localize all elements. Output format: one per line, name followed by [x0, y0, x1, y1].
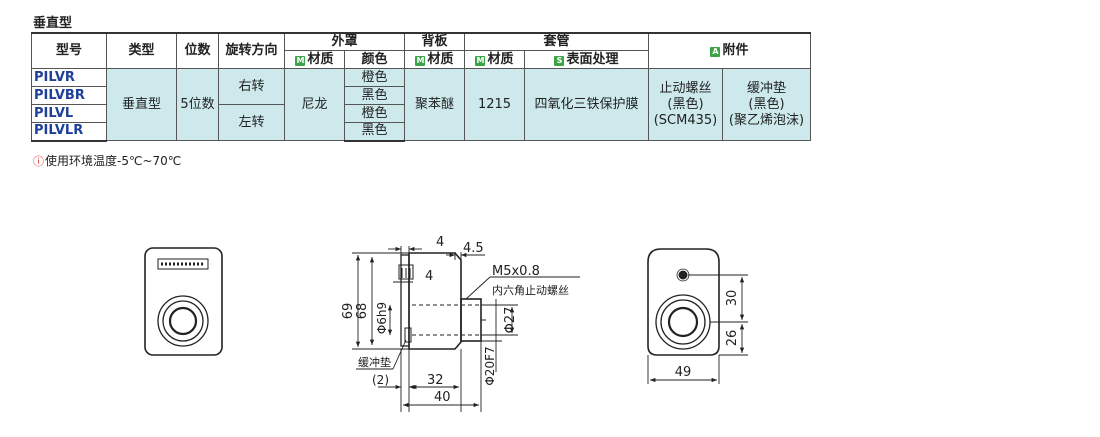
set-screw-label: 内六角止动螺丝: [492, 283, 569, 297]
front-outer-ring: [157, 295, 209, 347]
model-cell: PILVL: [31, 104, 107, 123]
accessory-pad-line: 缓冲垫: [746, 80, 786, 96]
dim-40-label: 40: [434, 390, 451, 405]
temperature-note: ⓘ使用环境温度-5℃~70℃: [33, 152, 181, 169]
model-cell: PILVLR: [31, 122, 107, 142]
header-digits: 位数: [176, 32, 219, 69]
page-title: 垂直型: [33, 16, 73, 31]
rotation-right-cell: 右转: [218, 68, 285, 105]
header-sleeve-material-label: 材质: [487, 51, 514, 67]
dim-69-label: 69: [341, 303, 356, 320]
temperature-note-text: 使用环境温度-5℃~70℃: [45, 154, 182, 168]
accessory-screw-cell: 止动螺丝 (黑色) (SCM435): [648, 68, 723, 141]
rear-outer-ring: [655, 294, 711, 350]
front-mid-ring: [162, 300, 204, 342]
rotation-left-cell: 左转: [218, 104, 285, 141]
accessory-screw-line: 止动螺丝: [659, 80, 712, 96]
front-view: [144, 247, 223, 356]
front-view-body: [144, 247, 223, 356]
dim-26-label: 26: [725, 330, 740, 347]
rear-mid-ring: [660, 299, 706, 345]
side-view: [398, 252, 486, 350]
header-sleeve: 套管: [464, 32, 649, 51]
rear-view-labels: 30 26 49: [675, 290, 740, 380]
dim-4-5-label: 4.5: [463, 241, 484, 256]
digits-cell: 5位数: [176, 68, 219, 141]
header-rotation: 旋转方向: [218, 32, 285, 69]
dim-49-label: 49: [675, 365, 692, 380]
set-screw-icon: [678, 270, 688, 280]
dim-2-label: (2): [372, 373, 389, 387]
accessory-screw-line: (SCM435): [653, 112, 718, 128]
header-cover: 外罩: [284, 32, 405, 51]
accessory-screw-line: (黑色): [667, 96, 704, 112]
dim-68-label: 68: [355, 303, 370, 320]
material-tag: M: [295, 55, 306, 66]
rear-view: [647, 248, 720, 356]
header-cover-material-label: 材质: [307, 51, 334, 67]
color-cell: 黑色: [344, 122, 405, 142]
color-cell: 橙色: [344, 68, 405, 87]
rear-shaft-hole: [667, 306, 699, 338]
leader-m5: [465, 276, 491, 300]
header-accessory-label: 附件: [722, 43, 749, 58]
rear-view-body: [647, 248, 720, 356]
rear-view-dimensions: [647, 274, 748, 384]
side-cushion: [404, 327, 412, 343]
dim-4-label: 4: [436, 235, 444, 250]
dim-30-label: 30: [725, 290, 740, 307]
color-cell: 黑色: [344, 86, 405, 105]
material-tag: M: [475, 55, 486, 66]
surface-tag: S: [554, 55, 565, 66]
side-view-dimensions: [352, 246, 580, 412]
backplate-material-cell: 聚苯醚: [404, 68, 465, 141]
front-shaft-hole: [168, 306, 198, 336]
warning-circle-icon: ⓘ: [33, 155, 44, 168]
accessory-pad-cell: 缓冲垫 (黑色) (聚乙烯泡沫): [722, 68, 811, 141]
header-sleeve-surface-label: 表面处理: [566, 51, 619, 67]
type-cell: 垂直型: [106, 68, 177, 141]
dim-phi6-label: Φ6h9: [375, 302, 389, 334]
side-view-labels: 69 68 Φ6h9 4 4.5 4 M5x0.8 内六角止动螺丝 Φ27 Φ2…: [341, 235, 569, 405]
leader-pad: [392, 339, 407, 370]
header-backplate-material-label: 材质: [427, 51, 454, 67]
header-backplate: 背板: [404, 32, 465, 51]
cushion-pad-label: 缓冲垫: [358, 355, 391, 369]
side-counter-bump: [398, 264, 414, 280]
sleeve-material-cell: 1215: [464, 68, 525, 141]
sleeve-surface-cell: 四氧化三铁保护膜: [524, 68, 649, 141]
accessory-pad-line: (聚乙烯泡沫): [728, 112, 805, 128]
header-type: 类型: [106, 32, 177, 69]
color-cell: 橙色: [344, 104, 405, 123]
dim-4b-label: 4: [425, 269, 433, 284]
material-tag: M: [415, 55, 426, 66]
accessory-pad-line: (黑色): [748, 96, 785, 112]
accessory-tag: A: [710, 47, 721, 57]
dim-phi27-label: Φ27: [503, 307, 518, 334]
dim-phi20-label: Φ20F7: [483, 346, 497, 385]
dim-m5-label: M5x0.8: [492, 264, 540, 279]
dim-32-label: 32: [427, 373, 444, 388]
counter-window: [157, 258, 209, 270]
